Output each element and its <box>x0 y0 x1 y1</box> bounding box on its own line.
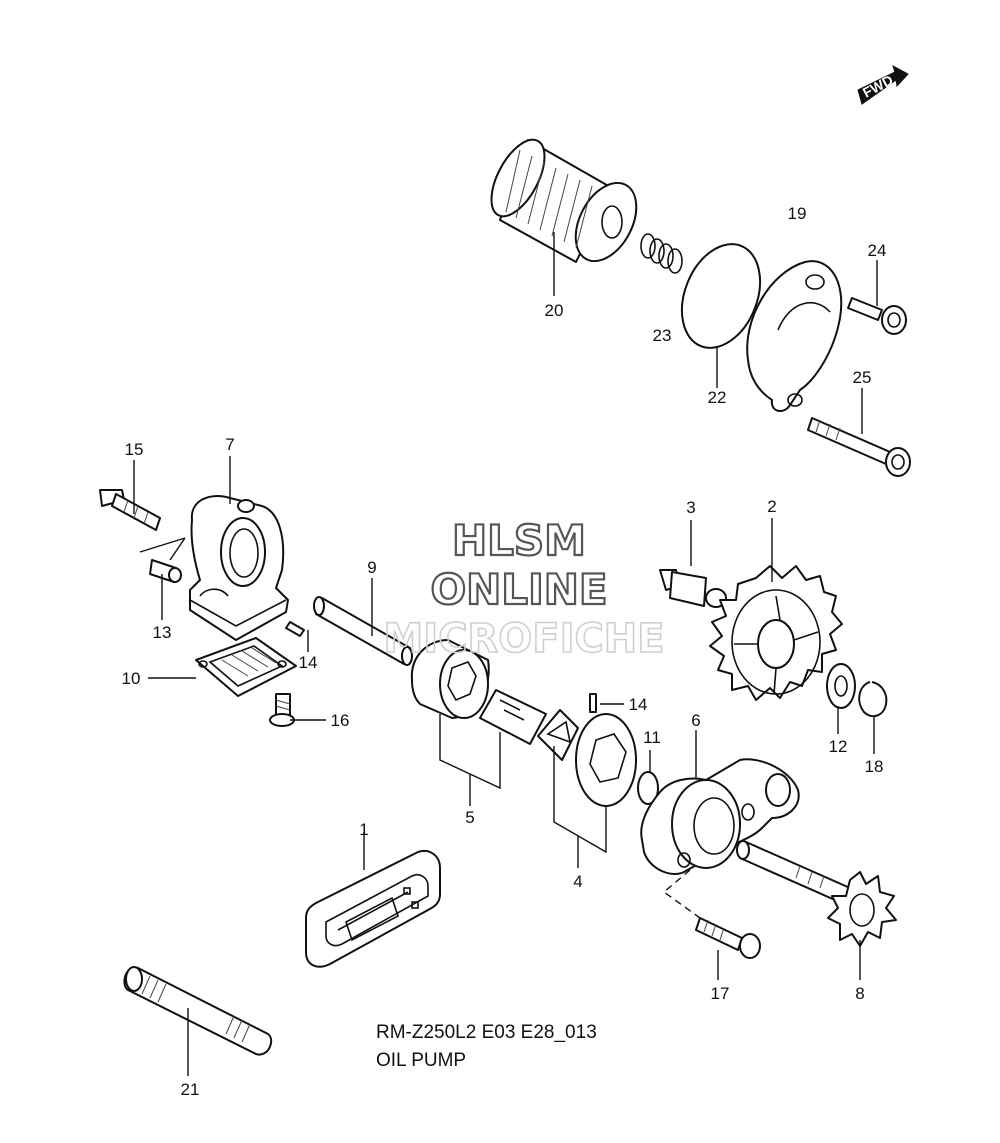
part-label-19: 19 <box>788 204 807 223</box>
gear-washer-hole <box>834 675 848 697</box>
part-label-24: 24 <box>868 241 887 260</box>
mounting-bolt <box>99 489 161 531</box>
oil-tube <box>123 966 273 1056</box>
driven-shaft-gear <box>736 840 897 947</box>
gear-washer <box>826 663 856 709</box>
small-washer <box>637 771 659 805</box>
oil-strainer <box>305 850 441 968</box>
housing-bolt <box>695 917 761 959</box>
part-number-labels: 19 24 20 23 25 22 15 7 3 2 9 13 14 10 14… <box>122 204 887 1099</box>
oil-filter <box>490 138 638 263</box>
forward-arrow-icon: FWD <box>857 64 909 105</box>
watermark: HLSM ONLINE MICROFICHE <box>383 515 666 663</box>
pump-housing <box>640 758 800 875</box>
part-label-23: 23 <box>653 326 672 345</box>
part-label-22: 22 <box>708 388 727 407</box>
cap-bolt-short <box>847 297 907 335</box>
part-label-21: 21 <box>181 1080 200 1099</box>
part-label-5: 5 <box>465 808 474 827</box>
gasket-screw <box>269 693 295 727</box>
pump-shaft <box>313 596 413 666</box>
diagram-code: RM-Z250L2 E03 E28_013 <box>376 1022 597 1043</box>
dowel-pin <box>149 559 182 583</box>
part-label-16: 16 <box>331 711 350 730</box>
filter-spring <box>640 233 683 274</box>
pin-left <box>285 621 305 637</box>
part-label-9: 9 <box>367 558 376 577</box>
part-label-12: 12 <box>829 737 848 756</box>
part-label-7: 7 <box>225 435 234 454</box>
part-label-11: 11 <box>643 728 661 747</box>
part-label-25: 25 <box>853 368 872 387</box>
circlip <box>858 681 888 718</box>
oil-pump-body <box>189 495 289 641</box>
part-label-14-right: 14 <box>629 695 648 714</box>
part-label-1: 1 <box>359 820 368 839</box>
part-label-13: 13 <box>153 623 172 642</box>
rotor-set-second <box>537 709 637 807</box>
part-label-18: 18 <box>865 757 884 776</box>
part-label-20: 20 <box>545 301 564 320</box>
cap-bolt-long <box>807 417 911 477</box>
part-label-3: 3 <box>686 498 695 517</box>
drive-gear <box>709 565 843 701</box>
rotor-set-outer <box>410 639 490 719</box>
stepped-pin <box>659 569 727 608</box>
part-label-2: 2 <box>767 497 776 516</box>
part-label-17: 17 <box>711 984 730 1003</box>
housing-bolt-alignment <box>662 869 701 919</box>
o-ring-large <box>680 243 762 349</box>
part-label-4: 4 <box>573 872 582 891</box>
part-label-15: 15 <box>125 440 144 459</box>
leader-lines <box>133 232 878 1076</box>
part-label-6: 6 <box>691 711 700 730</box>
diagram-title: OIL PUMP <box>376 1050 466 1071</box>
pump-gasket <box>195 637 297 697</box>
bolt-alignment-line <box>139 537 186 561</box>
fwd-label: FWD <box>860 72 896 101</box>
watermark-line-1: HLSM <box>452 516 586 565</box>
part-label-8: 8 <box>855 984 864 1003</box>
pin-right <box>589 693 597 713</box>
part-label-14-left: 14 <box>299 653 318 672</box>
rotor-inner <box>479 689 547 745</box>
part-label-10: 10 <box>122 669 141 688</box>
watermark-line-3: MICROFICHE <box>383 616 664 662</box>
watermark-line-2: ONLINE <box>430 565 607 614</box>
filter-cap <box>746 260 843 412</box>
